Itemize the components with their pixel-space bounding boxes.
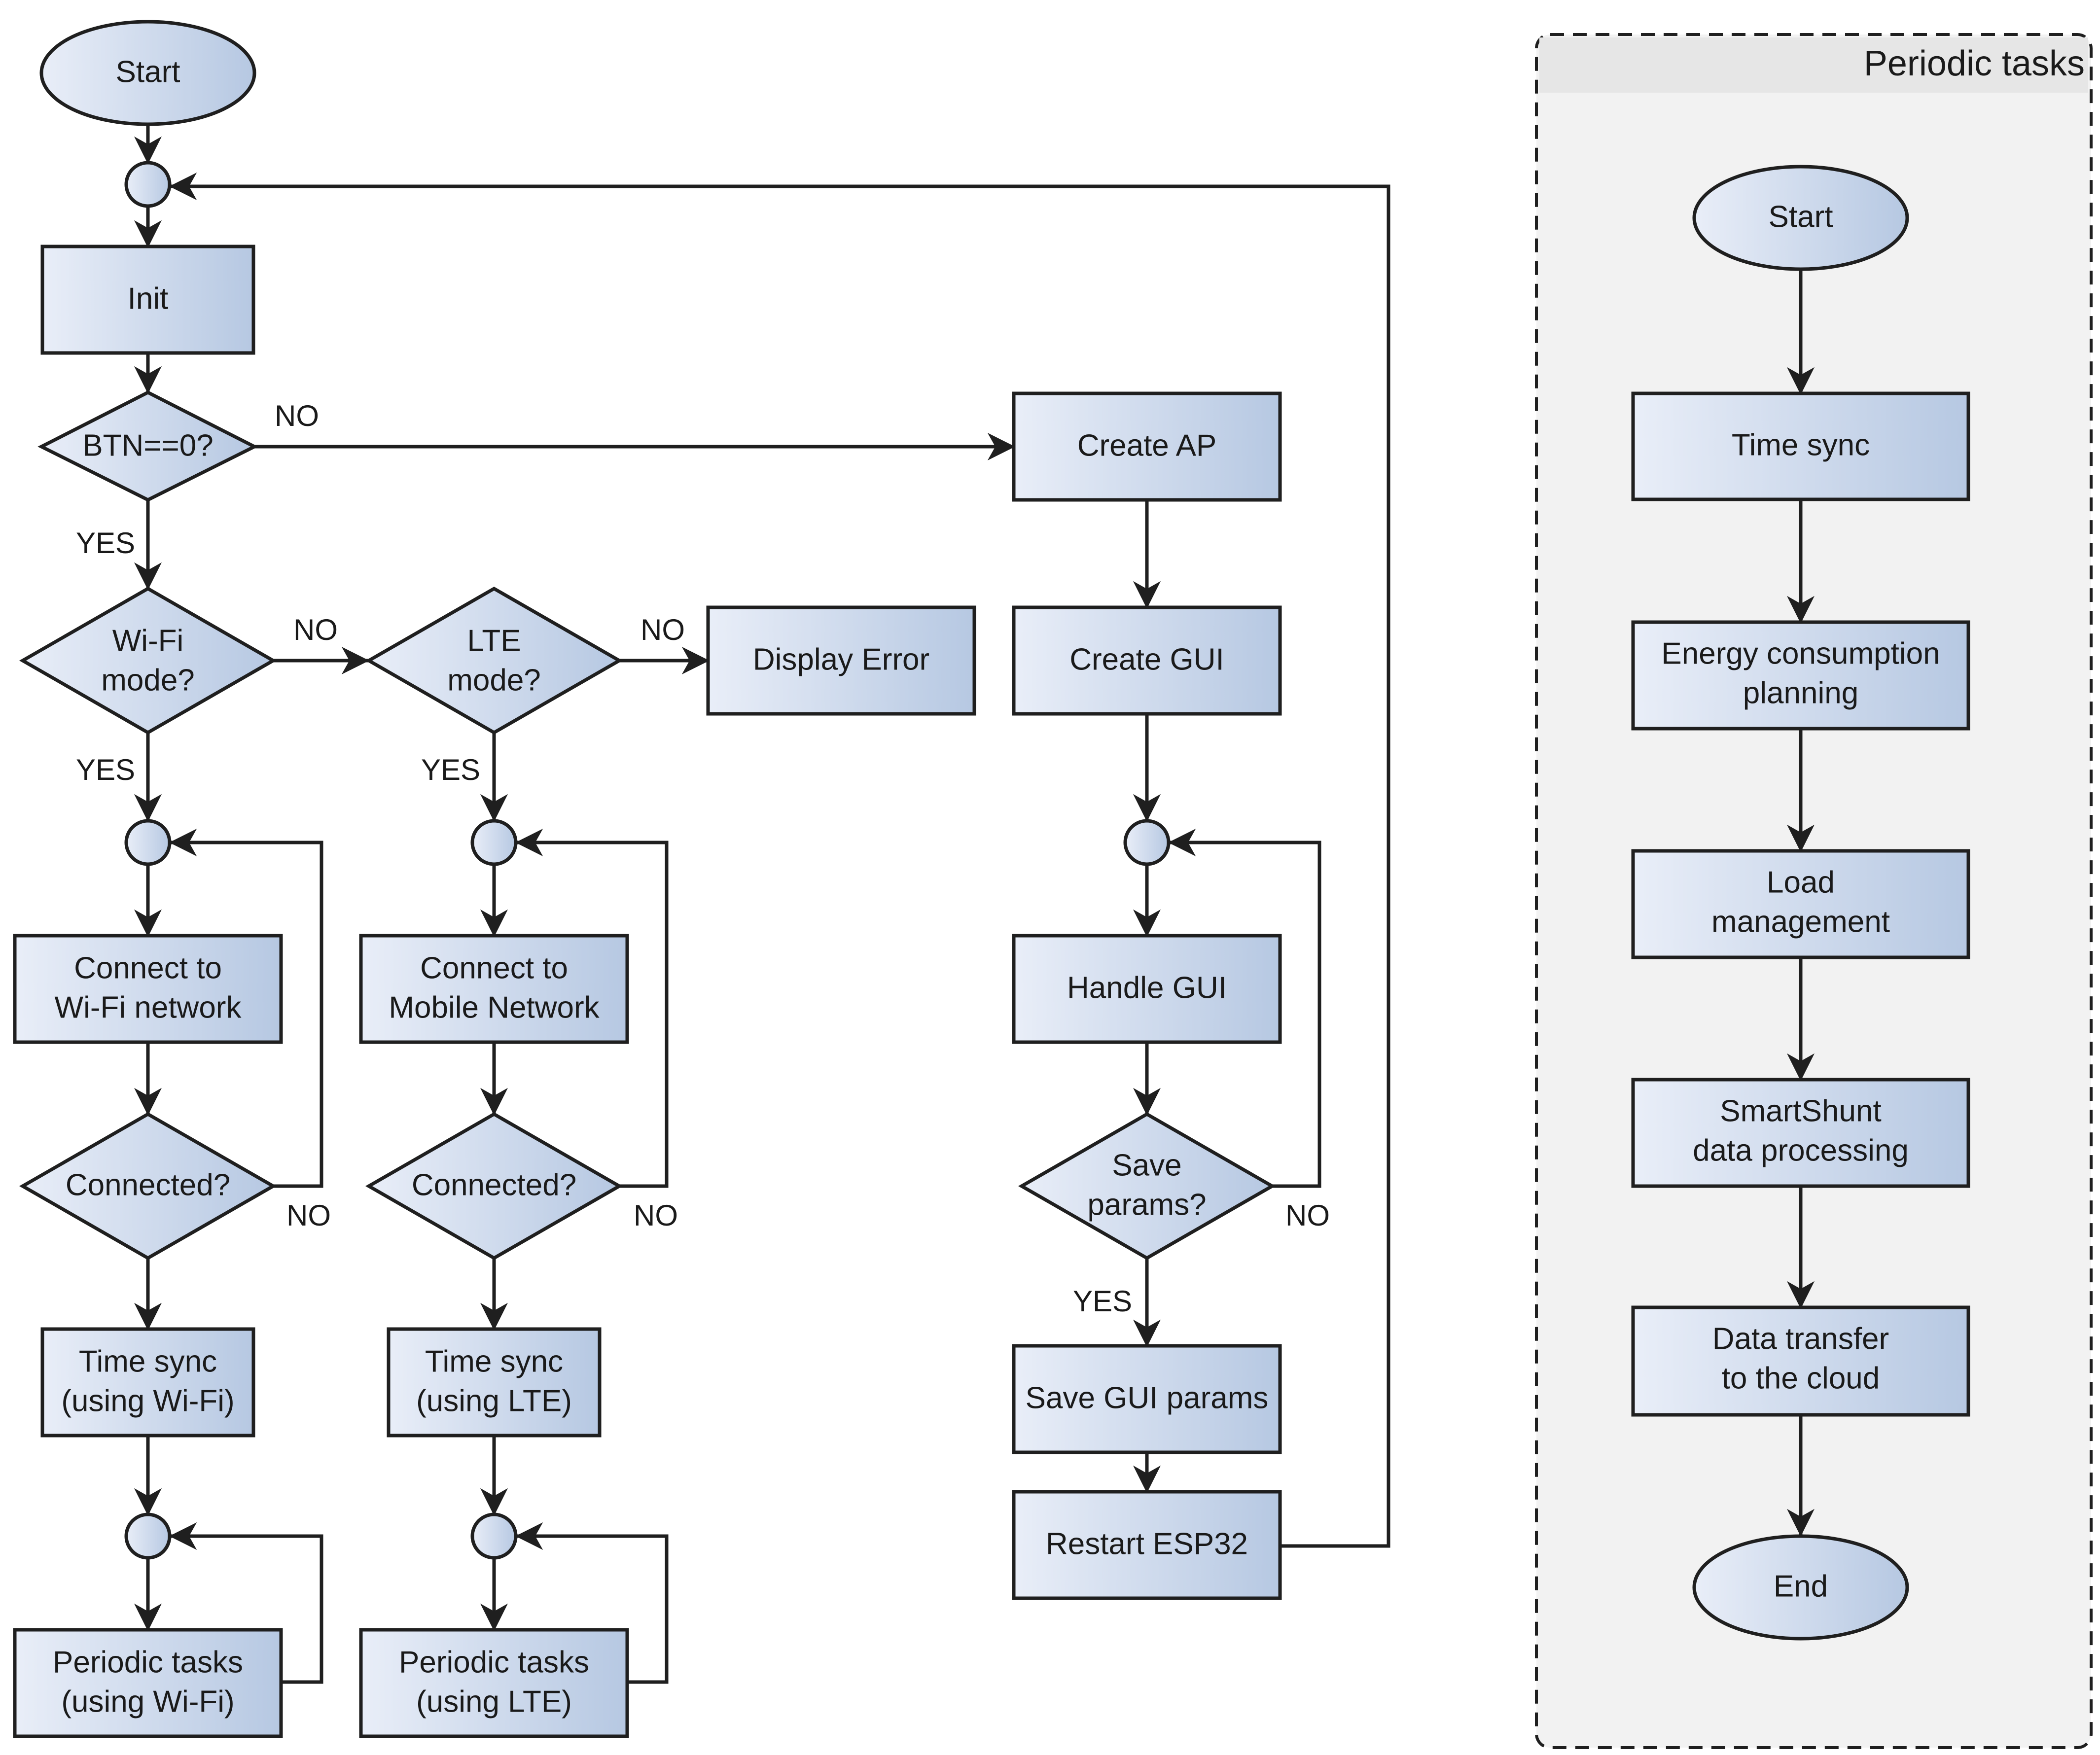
main-edges: [134, 124, 1390, 1684]
svg-text:Time sync: Time sync: [425, 1344, 563, 1378]
connected-wifi-decision: Connected?: [19, 1112, 277, 1261]
svg-text:LTE: LTE: [467, 624, 521, 658]
svg-text:params?: params?: [1087, 1188, 1206, 1222]
svg-text:Start: Start: [1769, 200, 1833, 234]
svg-text:Mobile Network: Mobile Network: [389, 990, 600, 1024]
lte-mode-decision: LTE mode?: [365, 586, 623, 735]
junction-5: [470, 1512, 518, 1560]
svg-text:Save: Save: [1112, 1148, 1181, 1182]
svg-text:(using Wi-Fi): (using Wi-Fi): [61, 1685, 234, 1719]
svg-text:mode?: mode?: [101, 663, 195, 697]
svg-text:Wi-Fi network: Wi-Fi network: [55, 990, 242, 1024]
label-wifi-yes: YES: [76, 753, 135, 786]
edge-saveparams-loop: [1168, 829, 1321, 1188]
svg-text:Connected?: Connected?: [412, 1168, 576, 1202]
display-error-node: Display Error: [706, 605, 976, 716]
junction-2: [124, 819, 172, 866]
svg-text:Create AP: Create AP: [1077, 428, 1217, 462]
p-start-node: Start: [1692, 165, 1909, 271]
p-end-node: End: [1692, 1534, 1909, 1641]
label-lte-yes: YES: [421, 753, 480, 786]
label-wifi-no: NO: [293, 613, 338, 646]
panel-header: [1539, 37, 2088, 93]
p-data-transfer-node: Data transfer to the cloud: [1631, 1305, 1970, 1417]
svg-text:SmartShunt: SmartShunt: [1720, 1094, 1881, 1128]
edge-periodiclte-loop: [515, 1522, 669, 1684]
edge-periodicwifi-loop: [169, 1522, 323, 1684]
init-node: Init: [40, 245, 255, 355]
p-load-node: Load management: [1631, 849, 1970, 959]
svg-text:Handle GUI: Handle GUI: [1067, 971, 1227, 1005]
svg-text:Time sync: Time sync: [79, 1344, 217, 1378]
connect-wifi-node: Connect to Wi-Fi network: [13, 934, 283, 1044]
svg-text:Create GUI: Create GUI: [1069, 642, 1224, 676]
label-save-no: NO: [1285, 1199, 1330, 1232]
start-node: Start: [39, 20, 256, 126]
connect-lte-node: Connect to Mobile Network: [359, 934, 629, 1044]
svg-text:Data transfer: Data transfer: [1712, 1322, 1889, 1356]
label-save-yes: YES: [1073, 1285, 1132, 1318]
restart-node: Restart ESP32: [1012, 1490, 1282, 1600]
panel-title: Periodic tasks: [1864, 44, 2085, 83]
save-gui-params-node: Save GUI params: [1012, 1344, 1282, 1454]
main-nodes: Start Init BTN==0? Wi-Fi mode? LTE mode?…: [13, 20, 1282, 1738]
save-params-decision: Save params?: [1018, 1112, 1276, 1261]
create-ap-node: Create AP: [1012, 391, 1282, 502]
svg-text:Energy consumption: Energy consumption: [1661, 636, 1940, 670]
svg-text:(using LTE): (using LTE): [416, 1384, 572, 1418]
svg-text:Connect to: Connect to: [74, 951, 222, 985]
create-gui-node: Create GUI: [1012, 605, 1282, 716]
svg-text:Display Error: Display Error: [753, 642, 929, 676]
junction-6: [1123, 819, 1171, 866]
edge-labels: NO YES NO YES NO YES NO NO NO YES: [76, 399, 1330, 1318]
timesync-lte-node: Time sync (using LTE): [387, 1327, 602, 1438]
svg-text:data processing: data processing: [1693, 1133, 1909, 1167]
handle-gui-node: Handle GUI: [1012, 934, 1282, 1044]
svg-text:planning: planning: [1743, 676, 1858, 710]
svg-text:management: management: [1711, 905, 1890, 939]
label-btn-no: NO: [275, 399, 319, 432]
edge-connectedwifi-loop: [169, 829, 323, 1188]
periodic-tasks-panel: Periodic tasks Start Time sync Energy co…: [1535, 33, 2093, 1749]
svg-text:Start: Start: [116, 55, 180, 89]
timesync-wifi-node: Time sync (using Wi-Fi): [40, 1327, 255, 1438]
edge-restart-loop: [169, 173, 1390, 1548]
connected-lte-decision: Connected?: [365, 1112, 623, 1261]
svg-text:(using Wi-Fi): (using Wi-Fi): [61, 1384, 234, 1418]
svg-text:Restart ESP32: Restart ESP32: [1046, 1527, 1248, 1561]
junction-4: [124, 1512, 172, 1560]
svg-text:mode?: mode?: [447, 663, 541, 697]
btn-decision: BTN==0?: [37, 390, 258, 502]
periodic-wifi-node: Periodic tasks (using Wi-Fi): [13, 1628, 283, 1738]
p-time-sync-node: Time sync: [1631, 391, 1970, 501]
svg-text:Connect to: Connect to: [420, 951, 568, 985]
svg-text:Time sync: Time sync: [1732, 428, 1870, 462]
label-lte-no: NO: [641, 613, 685, 646]
svg-text:Connected?: Connected?: [66, 1168, 230, 1202]
svg-text:Wi-Fi: Wi-Fi: [112, 624, 184, 658]
p-smartshunt-node: SmartShunt data processing: [1631, 1078, 1970, 1188]
label-btn-yes: YES: [76, 526, 135, 560]
junction-3: [470, 819, 518, 866]
label-conn-lte-no: NO: [634, 1199, 678, 1232]
periodic-lte-node: Periodic tasks (using LTE): [359, 1628, 629, 1738]
svg-text:Save GUI params: Save GUI params: [1026, 1381, 1269, 1415]
svg-text:to the cloud: to the cloud: [1722, 1361, 1880, 1395]
svg-text:(using LTE): (using LTE): [416, 1685, 572, 1719]
svg-text:Periodic tasks: Periodic tasks: [399, 1645, 589, 1679]
svg-text:Load: Load: [1767, 865, 1835, 899]
label-conn-wifi-no: NO: [286, 1199, 331, 1232]
junction-1: [124, 161, 172, 208]
wifi-mode-decision: Wi-Fi mode?: [19, 586, 277, 735]
svg-text:End: End: [1774, 1569, 1828, 1603]
edge-connectedlte-loop: [515, 829, 669, 1188]
svg-text:Init: Init: [128, 281, 169, 316]
svg-text:Periodic tasks: Periodic tasks: [53, 1645, 243, 1679]
p-energy-node: Energy consumption planning: [1631, 620, 1970, 731]
svg-text:BTN==0?: BTN==0?: [82, 428, 213, 462]
